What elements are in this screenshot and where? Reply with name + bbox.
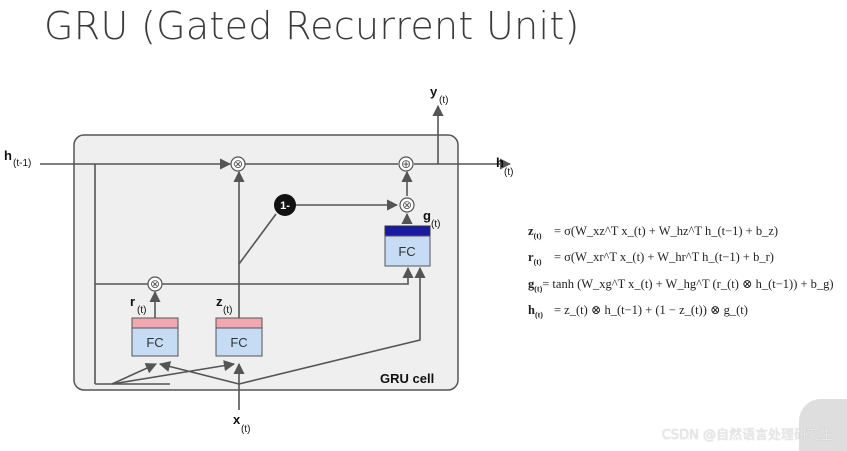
equation-g: g(t) = tanh (W_xg^T x_(t) + W_hg^T (r_(t…	[528, 277, 834, 294]
svg-text:(t): (t)	[241, 424, 250, 435]
label-g: g (t)	[423, 208, 440, 230]
page-title: GRU (Gated Recurrent Unit)	[44, 4, 580, 48]
svg-text:⊕: ⊕	[401, 157, 411, 171]
add-node: ⊕	[398, 156, 414, 172]
svg-text:(t): (t)	[431, 219, 440, 230]
label-h-out: h (t)	[496, 155, 513, 178]
svg-text:(t): (t)	[223, 305, 232, 316]
fc-layer-g: FC	[384, 225, 431, 267]
svg-text:⊗: ⊗	[233, 157, 243, 171]
svg-text:x: x	[233, 412, 241, 427]
svg-text:g: g	[423, 208, 431, 223]
svg-text:FC: FC	[230, 335, 247, 350]
one-minus-node: 1-	[274, 194, 296, 216]
svg-text:(t-1): (t-1)	[13, 158, 31, 169]
multiply-node-g: ⊗	[399, 197, 415, 213]
svg-text:⊗: ⊗	[402, 198, 412, 212]
equation-h: h(t) = z_(t) ⊗ h_(t−1) + (1 − z_(t)) ⊗ g…	[528, 303, 748, 320]
label-y: y (t)	[430, 84, 448, 106]
svg-text:z: z	[216, 294, 223, 309]
corner-badge	[799, 399, 847, 451]
label-r: r (t)	[130, 294, 146, 316]
svg-text:h: h	[496, 155, 504, 170]
equation-r: r(t) = σ(W_xr^T x_(t) + W_hr^T h_(t−1) +…	[528, 250, 774, 267]
svg-text:h: h	[4, 148, 12, 163]
label-z: z (t)	[216, 294, 232, 316]
fc-layer-z: FC	[215, 317, 263, 357]
multiply-node-r: ⊗	[147, 276, 163, 292]
svg-text:⊗: ⊗	[150, 277, 160, 291]
svg-text:(t): (t)	[504, 167, 513, 178]
equation-z: z(t) = σ(W_xz^T x_(t) + W_hz^T h_(t−1) +…	[528, 224, 779, 241]
label-h-prev: h (t-1)	[4, 148, 31, 169]
svg-text:1-: 1-	[280, 200, 290, 212]
svg-text:(t): (t)	[137, 305, 146, 316]
fc-layer-r: FC	[131, 317, 179, 357]
watermark: CSDN @自然语言处理研究生	[661, 428, 833, 443]
multiply-node-top: ⊗	[230, 156, 246, 172]
svg-text:r: r	[130, 294, 135, 309]
svg-text:FC: FC	[398, 244, 415, 259]
svg-text:FC: FC	[146, 335, 163, 350]
equations-block: z(t) = σ(W_xz^T x_(t) + W_hz^T h_(t−1) +…	[528, 224, 834, 328]
label-x: x (t)	[233, 412, 250, 435]
gru-cell-label: GRU cell	[380, 371, 434, 386]
svg-text:(t): (t)	[439, 95, 448, 106]
svg-text:y: y	[430, 84, 438, 99]
